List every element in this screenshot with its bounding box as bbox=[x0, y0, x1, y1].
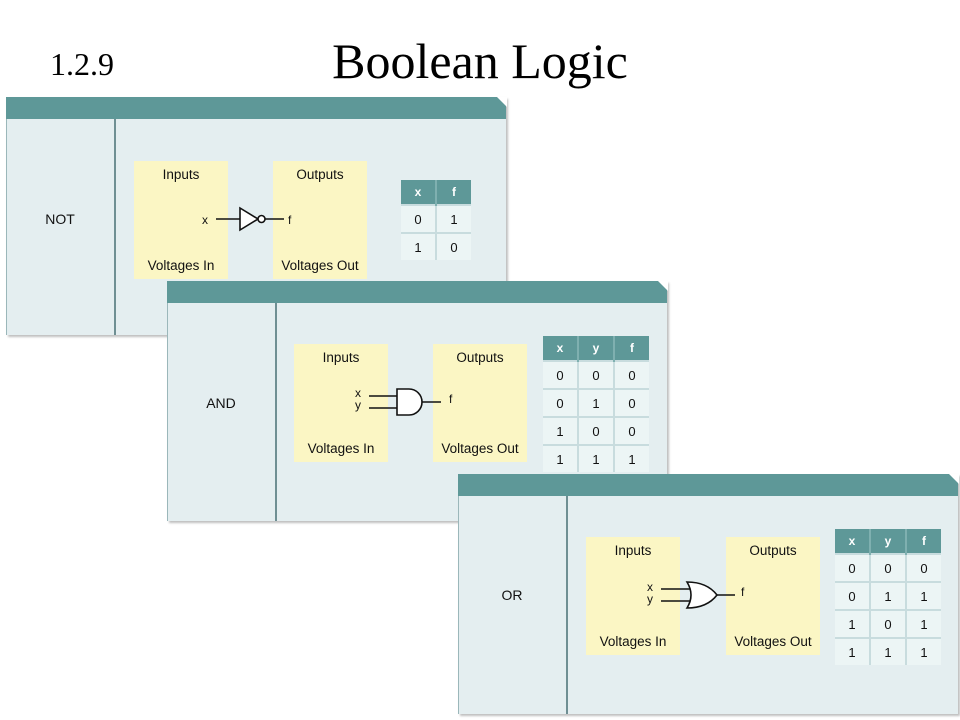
truth-table-cell: 0 bbox=[401, 204, 436, 233]
inputs-label: Inputs bbox=[614, 543, 652, 558]
truth-table-cell: 1 bbox=[435, 204, 471, 233]
truth-table-cell: 0 bbox=[543, 360, 578, 389]
voltages-in-label: Voltages In bbox=[307, 441, 375, 456]
truth-table-cell: 0 bbox=[577, 360, 614, 389]
truth-table-cell: 1 bbox=[577, 444, 614, 472]
panel-header bbox=[167, 281, 668, 303]
outputs-box: Outputs Voltages Out f bbox=[726, 537, 820, 655]
inputs-box: Inputs Voltages In x bbox=[134, 161, 228, 279]
panel-divider bbox=[275, 303, 277, 521]
gate-name: OR bbox=[501, 587, 523, 603]
truth-table-cell: 1 bbox=[543, 444, 578, 472]
truth-table-header-x: x bbox=[835, 529, 870, 554]
truth-table-cell: 1 bbox=[869, 581, 906, 610]
or-gate-icon bbox=[661, 581, 735, 609]
outputs-box: Outputs Voltages Out f bbox=[273, 161, 367, 279]
panel-divider bbox=[114, 119, 116, 335]
input-x-label: x bbox=[202, 213, 208, 227]
truth-table-cell: 0 bbox=[835, 553, 870, 582]
voltages-out-label: Voltages Out bbox=[734, 634, 812, 649]
inputs-label: Inputs bbox=[322, 350, 360, 365]
voltages-in-label: Voltages In bbox=[147, 258, 215, 273]
gate-name: AND bbox=[206, 395, 236, 411]
truth-table-cell: 0 bbox=[905, 553, 941, 582]
truth-table-cell: 0 bbox=[869, 609, 906, 638]
truth-table-cell: 0 bbox=[835, 581, 870, 610]
truth-table-header-y: y bbox=[869, 529, 906, 554]
panel-edge bbox=[6, 119, 7, 335]
input-x-label: x bbox=[355, 386, 361, 400]
truth-table-cell: 1 bbox=[401, 232, 436, 260]
input-x-label: x bbox=[647, 580, 653, 594]
truth-table-cell: 0 bbox=[577, 416, 614, 445]
truth-table-cell: 0 bbox=[613, 360, 649, 389]
truth-table-cell: 0 bbox=[543, 388, 578, 417]
output-f-label: f bbox=[288, 213, 292, 227]
outputs-label: Outputs bbox=[456, 350, 504, 365]
outputs-label: Outputs bbox=[749, 543, 797, 558]
truth-table-header-f: f bbox=[435, 180, 471, 205]
truth-table-header-f: f bbox=[613, 336, 649, 361]
panel-edge bbox=[458, 496, 459, 714]
voltages-out-label: Voltages Out bbox=[441, 441, 519, 456]
outputs-box: Outputs Voltages Out f bbox=[433, 344, 527, 462]
truth-table-cell: 0 bbox=[869, 553, 906, 582]
input-y-label: y bbox=[355, 398, 361, 412]
truth-table-header-x: x bbox=[401, 180, 436, 205]
output-f-label: f bbox=[449, 392, 453, 406]
truth-table-cell: 1 bbox=[835, 609, 870, 638]
output-f-label: f bbox=[741, 585, 745, 599]
truth-table-cell: 1 bbox=[613, 444, 649, 472]
truth-table-cell: 0 bbox=[613, 416, 649, 445]
truth-table-cell: 1 bbox=[905, 609, 941, 638]
truth-table-cell: 1 bbox=[577, 388, 614, 417]
truth-table-cell: 0 bbox=[613, 388, 649, 417]
truth-table-header-f: f bbox=[905, 529, 941, 554]
input-y-label: y bbox=[647, 592, 653, 606]
panel-header bbox=[6, 97, 507, 119]
voltages-out-label: Voltages Out bbox=[281, 258, 359, 273]
gate-name: NOT bbox=[45, 211, 75, 227]
inputs-box: Inputs Voltages In x y bbox=[586, 537, 680, 655]
inputs-label: Inputs bbox=[162, 167, 200, 182]
panel-divider bbox=[566, 496, 568, 714]
or-gate-panel: OR Inputs Voltages In x y Outputs Voltag… bbox=[458, 474, 959, 714]
not-gate-panel: NOT Inputs Voltages In x Outputs Voltage… bbox=[6, 97, 507, 335]
voltages-in-label: Voltages In bbox=[599, 634, 667, 649]
and-gate-icon bbox=[369, 388, 441, 416]
slide-number: 1.2.9 bbox=[50, 46, 114, 82]
truth-table-cell: 1 bbox=[835, 637, 870, 665]
truth-table-cell: 1 bbox=[905, 637, 941, 665]
inputs-box: Inputs Voltages In x y bbox=[294, 344, 388, 462]
truth-table-cell: 1 bbox=[905, 581, 941, 610]
truth-table-cell: 1 bbox=[869, 637, 906, 665]
truth-table-cell: 0 bbox=[435, 232, 471, 260]
and-gate-panel: AND Inputs Voltages In x y Outputs Volta… bbox=[167, 281, 668, 521]
truth-table-header-y: y bbox=[577, 336, 614, 361]
slide-title: Boolean Logic bbox=[332, 33, 628, 89]
not-gate-icon bbox=[216, 206, 284, 232]
panel-header bbox=[458, 474, 959, 496]
outputs-label: Outputs bbox=[296, 167, 344, 182]
panel-edge bbox=[167, 303, 168, 521]
truth-table-cell: 1 bbox=[543, 416, 578, 445]
truth-table-header-x: x bbox=[543, 336, 578, 361]
